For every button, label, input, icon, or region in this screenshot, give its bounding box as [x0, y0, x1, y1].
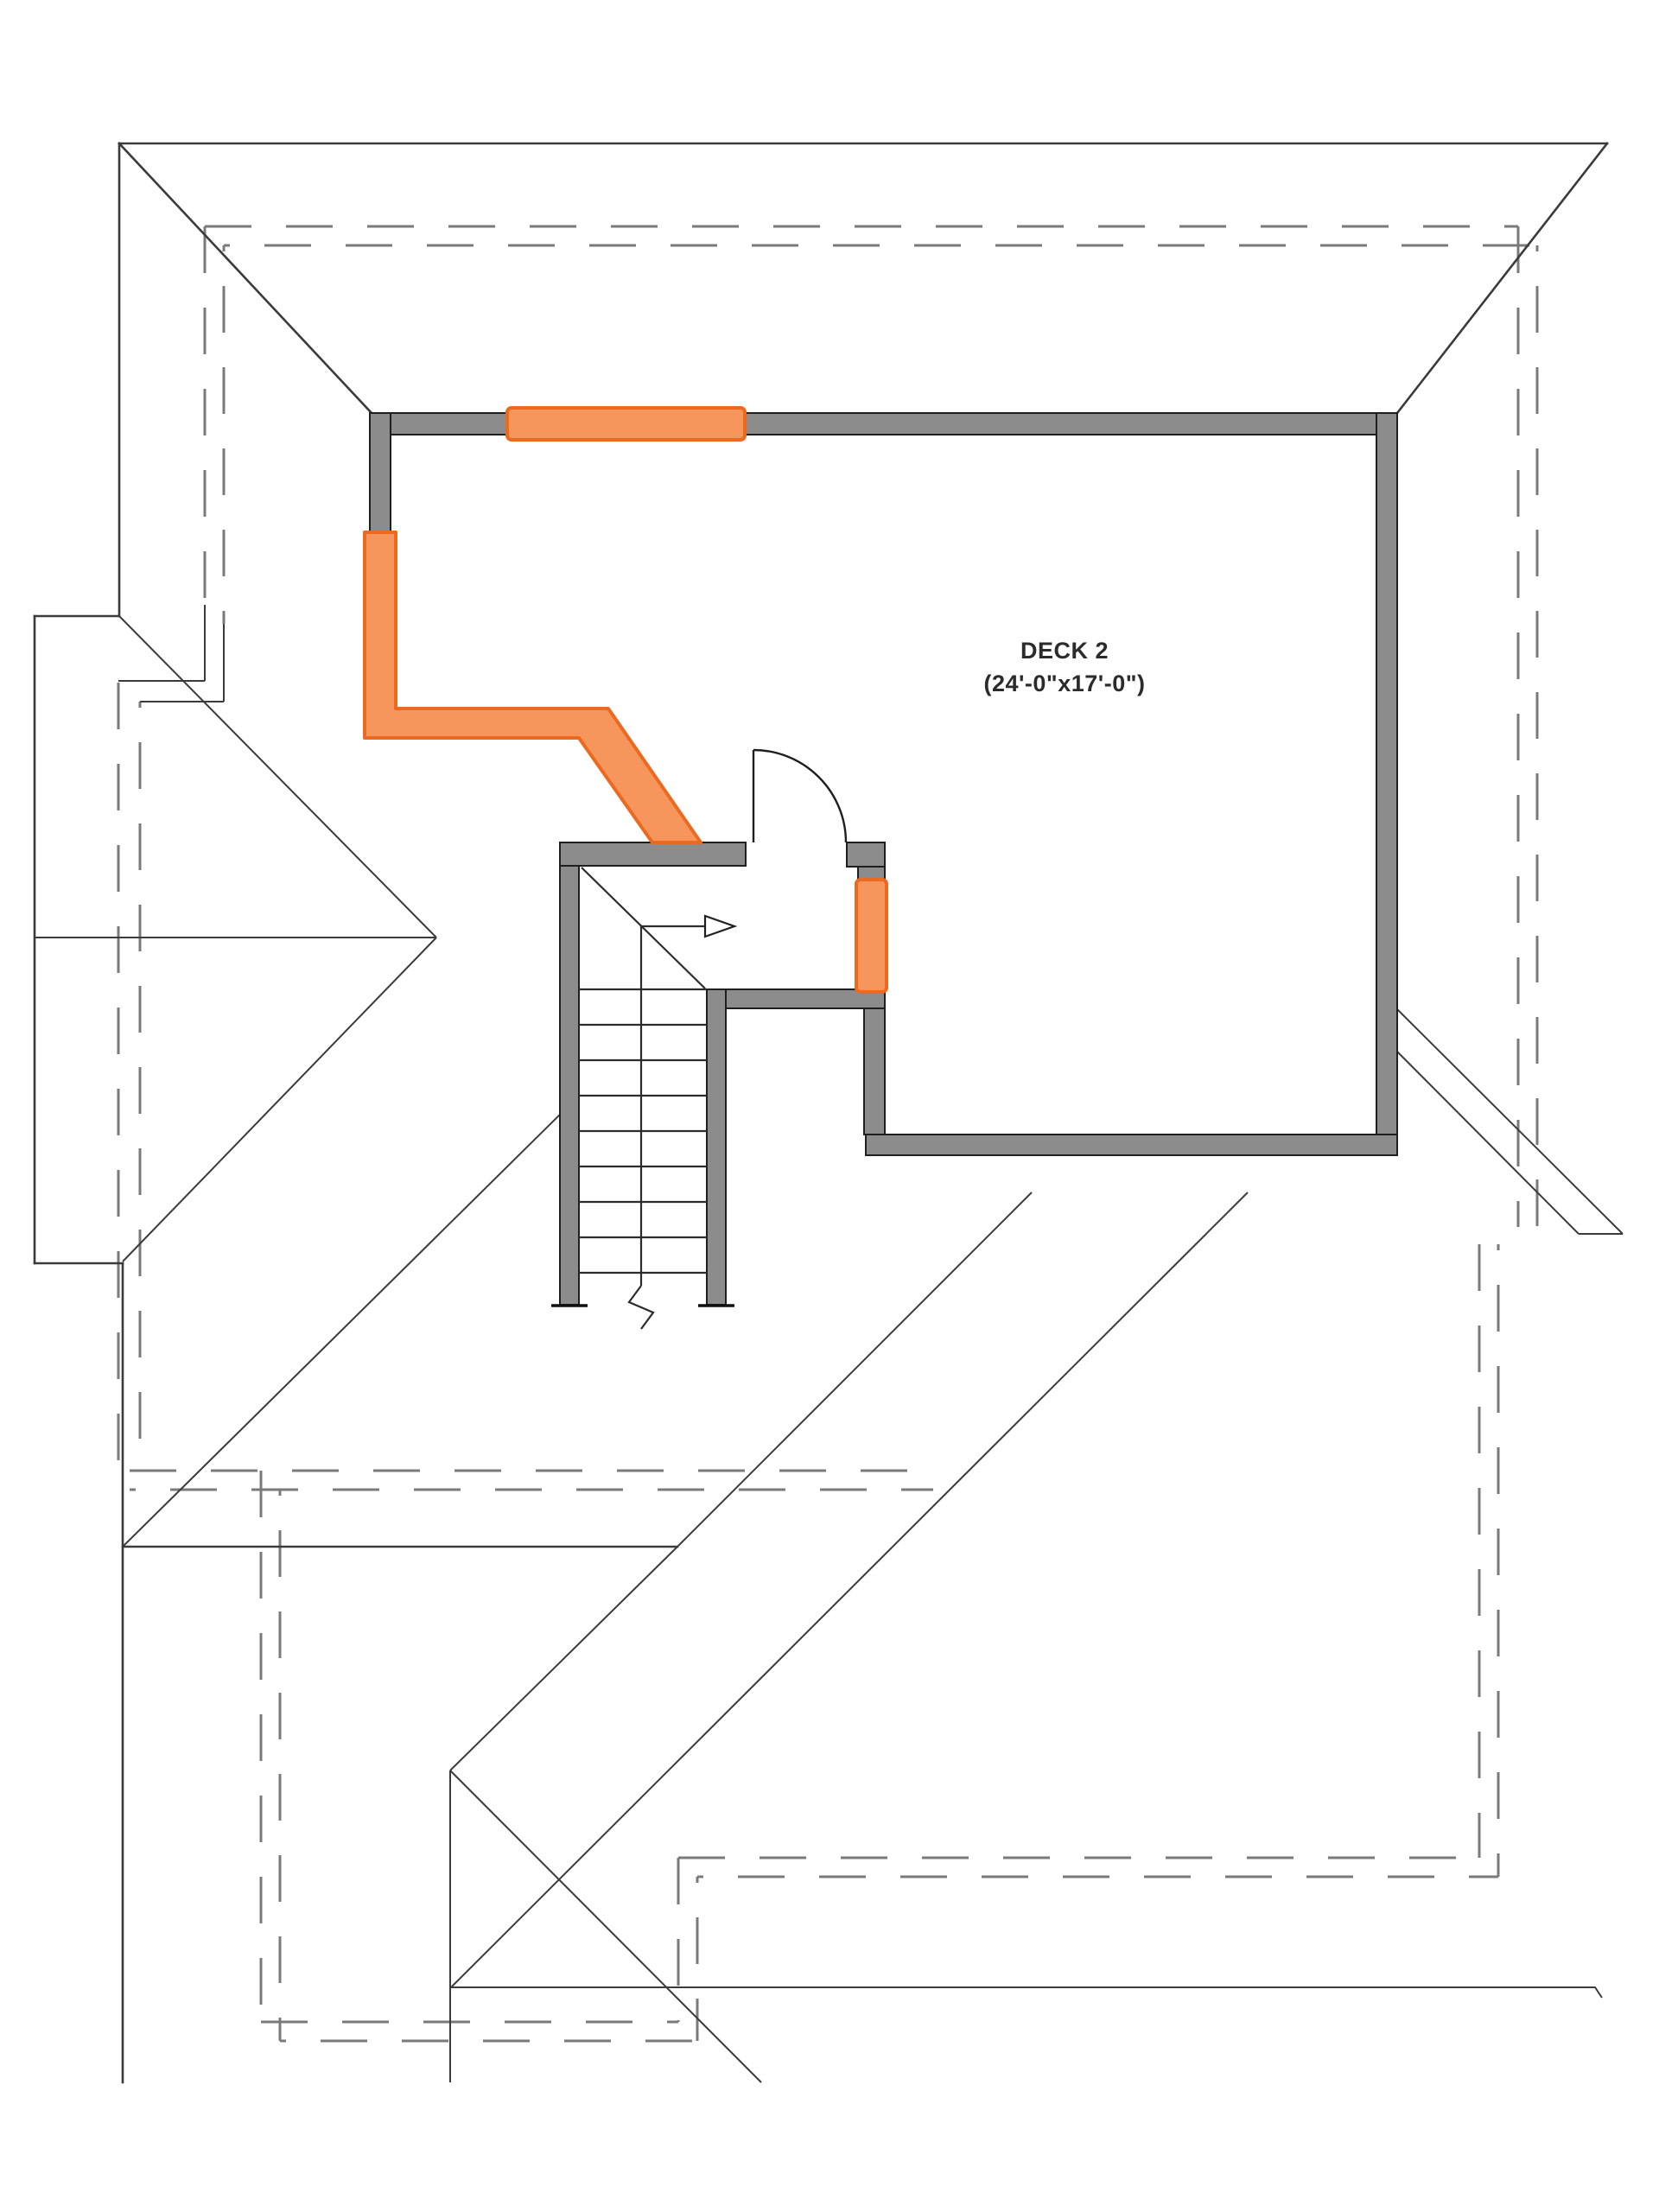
right-eave-band-inner	[1396, 1051, 1580, 1235]
gable-hip-upper	[118, 615, 437, 938]
stair-break-mark	[627, 1285, 655, 1330]
footprint-corner-connector-outer	[118, 605, 206, 682]
footprint-corner-connector-inner	[140, 624, 225, 702]
highlight-window-segment	[855, 878, 888, 994]
deck-east-wall	[1376, 412, 1398, 1156]
valley-long-diagonal	[450, 1192, 1249, 1988]
right-eave-band-outer	[1396, 1008, 1624, 1235]
stair-treads	[579, 988, 707, 1274]
hip-top-right	[1395, 142, 1609, 415]
deck-label-group: DECK 2 (24'-0"x17'-0")	[983, 638, 1145, 696]
stair-north-wall	[559, 842, 747, 867]
door-to-deck	[752, 748, 848, 843]
hidden-wall-dashed-lines	[117, 225, 1539, 2043]
stair-west-wall	[559, 842, 580, 1306]
door-swing-arc-icon	[753, 748, 848, 843]
highlight-left-L-and-diagonal-segment	[363, 531, 702, 844]
window-wall-lower	[863, 1007, 886, 1135]
gable-hip-lower	[122, 937, 437, 1262]
stair-direction-diagonal	[581, 867, 706, 989]
arrow-head-icon	[703, 914, 738, 938]
highlighted-wall-segments	[363, 406, 888, 994]
deck-name-label: DECK 2	[1020, 638, 1109, 664]
deck-and-stair-walls	[369, 412, 1398, 1306]
door-jamb-block	[846, 842, 886, 868]
roof-outline-and-ridge-lines	[33, 142, 1624, 2084]
highlight-top-wall-segment	[505, 406, 747, 442]
hip-top-left	[118, 142, 373, 415]
valley-vertex-arm	[449, 1546, 678, 1771]
deck-south-wall	[865, 1134, 1398, 1156]
valley-to-deck-wall	[677, 1192, 1033, 1548]
stair-direction-arrow	[641, 914, 738, 938]
deck-dimensions-label: (24'-0"x17'-0")	[983, 671, 1145, 696]
valley-lower-right-arm	[449, 1770, 762, 2083]
hip-lower-left	[122, 1108, 567, 1548]
staircase	[551, 867, 738, 1330]
plan-cut-horizontal	[451, 1986, 1603, 1999]
stair-east-wall	[706, 988, 727, 1306]
